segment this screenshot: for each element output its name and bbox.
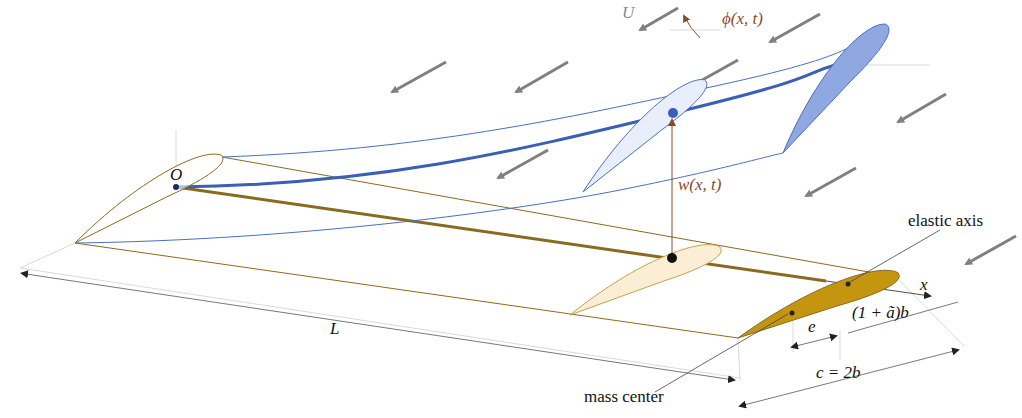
deflection-label: w(x, t) <box>678 176 721 193</box>
tip-deformed-airfoil <box>783 24 889 153</box>
mid-airfoil <box>570 245 721 315</box>
flow-speed: U <box>622 4 634 21</box>
axis-label: elastic axis <box>908 212 983 229</box>
dimension-marks <box>26 16 958 405</box>
twist-angle: ϕ(x, t) <box>722 10 763 27</box>
axis-name: x <box>920 276 928 293</box>
dimension-label: c = 2b <box>816 364 861 381</box>
flow-arrows <box>392 8 1016 264</box>
undeformed-wing <box>75 157 930 338</box>
origin-label: O <box>170 166 182 183</box>
deformed-wing <box>75 26 878 243</box>
dimension-label: (1 + ã)b <box>852 304 909 321</box>
dimension-label: L <box>330 320 339 337</box>
root-airfoil <box>75 154 223 243</box>
dimension-label: e <box>808 318 816 335</box>
axis-label: mass center <box>584 388 664 405</box>
